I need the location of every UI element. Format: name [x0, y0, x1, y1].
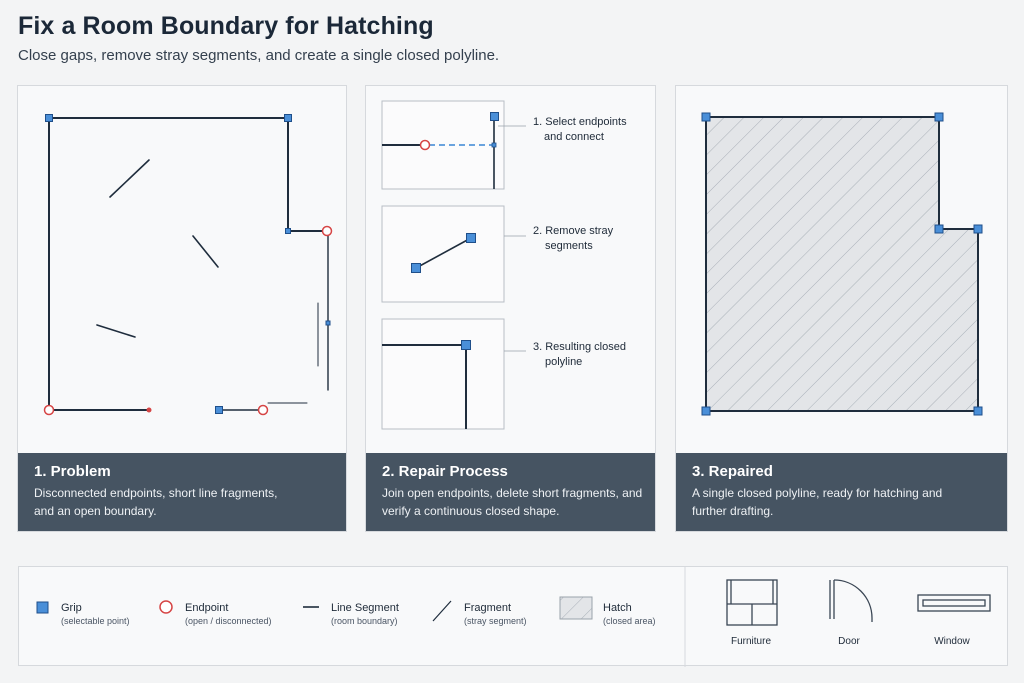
grip-icon — [45, 114, 53, 122]
legend-item-title: Line Segment — [331, 602, 399, 614]
repaired-caption: 3. Repaired A single closed polyline, re… — [676, 453, 1007, 531]
grip-icon — [284, 114, 292, 122]
endpoint-icon — [159, 600, 173, 614]
problem-panel: 1. Problem Disconnected endpoints, short… — [17, 85, 347, 532]
grip-icon — [285, 228, 291, 234]
repaired-panel: 3. Repaired A single closed polyline, re… — [675, 85, 1008, 532]
legend-item-subtitle: (closed area) — [603, 616, 656, 626]
legend-item-fragment: Fragment (stray segment) — [464, 602, 527, 626]
problem-drawing — [43, 114, 333, 416]
grip-icon — [491, 142, 497, 148]
step-2-line-2: segments — [545, 240, 593, 252]
legend-symbols — [36, 567, 991, 667]
grip-icon — [461, 340, 471, 350]
grip-icon — [934, 112, 944, 122]
panel-description: Disconnected endpoints, short line fragm… — [34, 486, 278, 518]
panel-heading: 2. Repair Process — [382, 463, 508, 480]
step-1-line-2: and connect — [544, 131, 604, 143]
repair-panel: 1. Select endpoints and connect 2. Remov… — [365, 85, 656, 532]
hatched-room — [705, 116, 979, 412]
endpoint-icon — [321, 225, 333, 237]
step-3-line-2: polyline — [545, 356, 583, 368]
step-1-label: 1. Select endpoints and connect — [533, 115, 627, 145]
grip-icon — [701, 406, 711, 416]
panel-heading: 3. Repaired — [692, 463, 773, 480]
window-label: Window — [934, 636, 970, 647]
door-icon — [829, 579, 873, 622]
grip-icon — [701, 112, 711, 122]
repair-caption: 2. Repair Process Join open endpoints, d… — [366, 453, 655, 531]
endpoint-icon — [419, 139, 431, 151]
grip-icon — [973, 406, 983, 416]
grip-icon — [490, 112, 499, 121]
legend-item-title: Grip — [61, 602, 82, 614]
legend-item-subtitle: (open / disconnected) — [185, 616, 272, 626]
panel-description: Join open endpoints, delete short fragme… — [382, 486, 643, 518]
legend-item-subtitle: (selectable point) — [61, 616, 130, 626]
furniture-label: Furniture — [730, 636, 771, 647]
legend-item-grip: Grip (selectable point) — [61, 602, 130, 626]
repair-steps-drawing — [381, 100, 526, 430]
problem-caption: 1. Problem Disconnected endpoints, short… — [18, 453, 346, 531]
grip-icon — [934, 224, 944, 234]
stray-fragment — [96, 324, 136, 338]
legend-item-subtitle: (room boundary) — [331, 616, 398, 626]
stray-fragment — [109, 159, 150, 198]
step-3-box — [381, 318, 505, 430]
grip-icon — [215, 406, 223, 414]
door-label: Door — [838, 636, 860, 647]
step-2-line-1: 2. Remove stray — [533, 225, 614, 237]
stray-fragment — [415, 237, 472, 269]
legend-item-title: Endpoint — [185, 602, 229, 614]
step-2-label: 2. Remove stray segments — [533, 224, 613, 254]
endpoint-icon — [146, 407, 152, 413]
endpoint-icon — [43, 404, 55, 416]
legend-item-line-segment: Line Segment (room boundary) — [331, 602, 399, 626]
step-3-line-1: 3. Resulting closed — [533, 341, 626, 353]
endpoint-icon — [257, 404, 269, 416]
legend-item-endpoint: Endpoint (open / disconnected) — [185, 602, 272, 626]
grip-icon — [36, 601, 49, 614]
grip-icon — [411, 263, 421, 273]
window-icon — [917, 594, 991, 612]
step-1-line-1: 1. Select endpoints — [533, 116, 627, 128]
panel-heading: 1. Problem — [34, 463, 111, 480]
legend: Grip (selectable point) Endpoint (open /… — [18, 566, 1008, 667]
page-subtitle: Close gaps, remove stray segments, and c… — [18, 47, 500, 64]
hatch-icon — [559, 596, 593, 620]
repaired-drawing — [701, 112, 983, 416]
grip-icon — [325, 320, 331, 326]
legend-item-title: Hatch — [603, 602, 632, 614]
panel-description: A single closed polyline, ready for hatc… — [692, 486, 943, 518]
grip-icon — [466, 233, 476, 243]
furniture-icon — [726, 579, 778, 626]
legend-item-subtitle: (stray segment) — [464, 616, 527, 626]
fragment-icon — [432, 600, 452, 622]
step-3-label: 3. Resulting closed polyline — [533, 340, 626, 370]
page-title: Fix a Room Boundary for Hatching — [18, 12, 434, 40]
grip-icon — [973, 224, 983, 234]
legend-item-title: Fragment — [464, 602, 512, 614]
legend-item-hatch: Hatch (closed area) — [603, 602, 656, 626]
stray-fragment — [192, 235, 219, 268]
